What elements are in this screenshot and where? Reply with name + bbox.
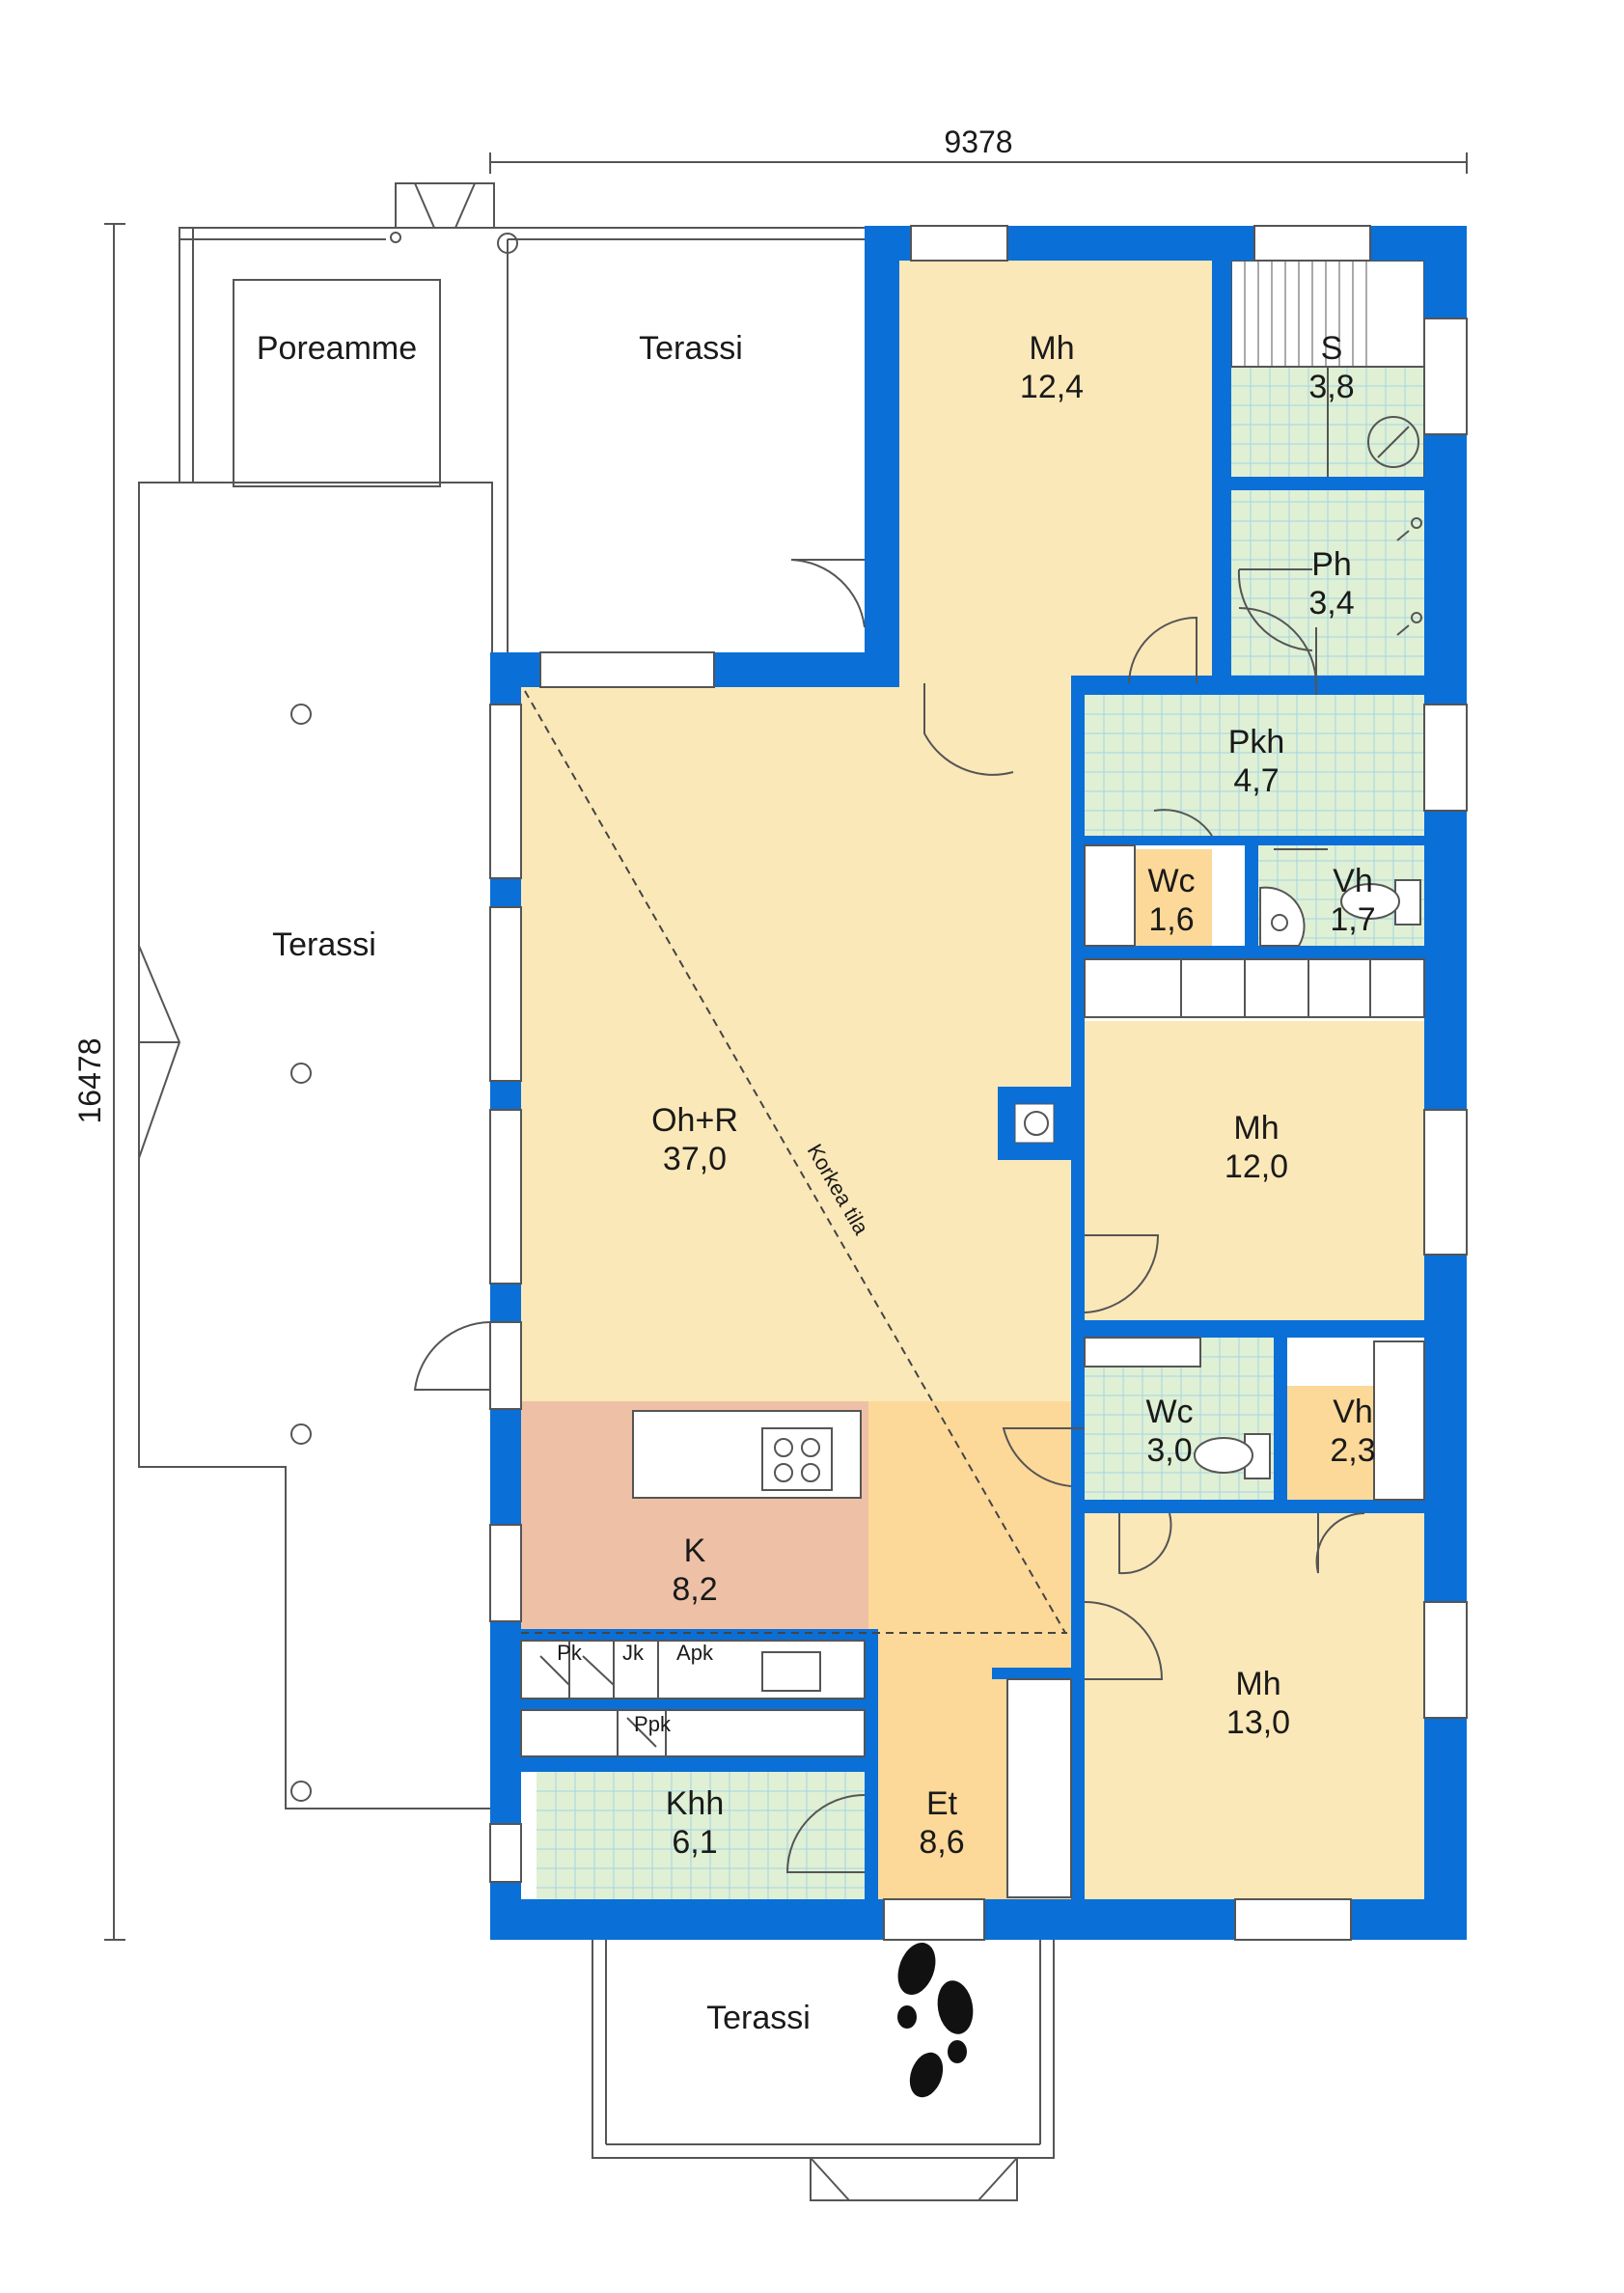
windows bbox=[489, 225, 1468, 1941]
label-terassi-bottom: Terassi bbox=[706, 2000, 811, 2036]
label-ohr-name: Oh+R bbox=[651, 1102, 738, 1139]
height-dimension: 16478 bbox=[72, 1038, 107, 1124]
label-et-area: 8,6 bbox=[919, 1824, 964, 1861]
dimension-lines: 9378 16478 bbox=[72, 124, 1468, 1941]
living-fill bbox=[521, 676, 1071, 1409]
label-mh2-area: 12,0 bbox=[1225, 1148, 1288, 1185]
label-wc1-name: Wc bbox=[1147, 863, 1195, 899]
label-pkh-name: Pkh bbox=[1228, 724, 1285, 760]
label-apk: Apk bbox=[676, 1641, 714, 1665]
wet-pkh bbox=[1085, 695, 1424, 836]
mh2-fill bbox=[1085, 1021, 1424, 1320]
doors bbox=[413, 559, 1365, 1873]
label-khh-area: 6,1 bbox=[672, 1824, 717, 1861]
vh2-fill bbox=[1287, 1386, 1374, 1500]
label-vh1-name: Vh bbox=[1333, 863, 1373, 899]
label-vh2-area: 2,3 bbox=[1330, 1432, 1375, 1469]
label-mh1-area: 12,4 bbox=[1020, 369, 1084, 405]
label-pk: Pk bbox=[557, 1641, 583, 1665]
high-space-line bbox=[524, 690, 1066, 1634]
label-jk: Jk bbox=[622, 1641, 645, 1665]
label-poreamme: Poreamme bbox=[257, 330, 417, 367]
label-wc2-area: 3,0 bbox=[1146, 1432, 1192, 1469]
label-s-name: S bbox=[1321, 330, 1343, 367]
living-fill-lower bbox=[868, 1401, 1071, 1629]
khh-fill bbox=[537, 1772, 865, 1899]
label-wc2-name: Wc bbox=[1145, 1394, 1193, 1430]
label-k-name: K bbox=[684, 1533, 706, 1569]
fixtures bbox=[520, 517, 1425, 1898]
width-dimension: 9378 bbox=[944, 124, 1012, 159]
label-ph-area: 3,4 bbox=[1308, 585, 1354, 622]
label-et-name: Et bbox=[926, 1785, 958, 1822]
label-terassi-top: Terassi bbox=[639, 330, 743, 367]
entry-footprints-icon bbox=[897, 1942, 974, 2098]
label-pkh-area: 4,7 bbox=[1233, 762, 1279, 799]
mh3-fill bbox=[1085, 1513, 1424, 1899]
label-mh3-name: Mh bbox=[1235, 1666, 1280, 1702]
room-labels: Poreamme Terassi Terassi Terassi Mh 12,4… bbox=[257, 330, 1376, 2036]
label-mh2-name: Mh bbox=[1233, 1110, 1279, 1146]
label-vh1-area: 1,7 bbox=[1330, 901, 1375, 938]
label-wc1-area: 1,6 bbox=[1148, 901, 1194, 938]
label-k-area: 8,2 bbox=[672, 1571, 717, 1608]
label-ohr-area: 37,0 bbox=[663, 1141, 727, 1177]
mh1-fill bbox=[899, 261, 1212, 676]
label-ppk: Ppk bbox=[634, 1712, 672, 1736]
label-khh-name: Khh bbox=[666, 1785, 725, 1822]
label-s-area: 3,8 bbox=[1308, 369, 1354, 405]
room-fills bbox=[521, 261, 1424, 1899]
label-mh3-area: 13,0 bbox=[1226, 1704, 1290, 1741]
label-ph-name: Ph bbox=[1311, 546, 1352, 583]
label-vh2-name: Vh bbox=[1333, 1394, 1373, 1430]
terraces bbox=[138, 182, 1055, 2201]
label-mh1-name: Mh bbox=[1029, 330, 1074, 367]
label-terassi-left: Terassi bbox=[272, 926, 376, 963]
wc1-fill bbox=[1135, 849, 1212, 946]
